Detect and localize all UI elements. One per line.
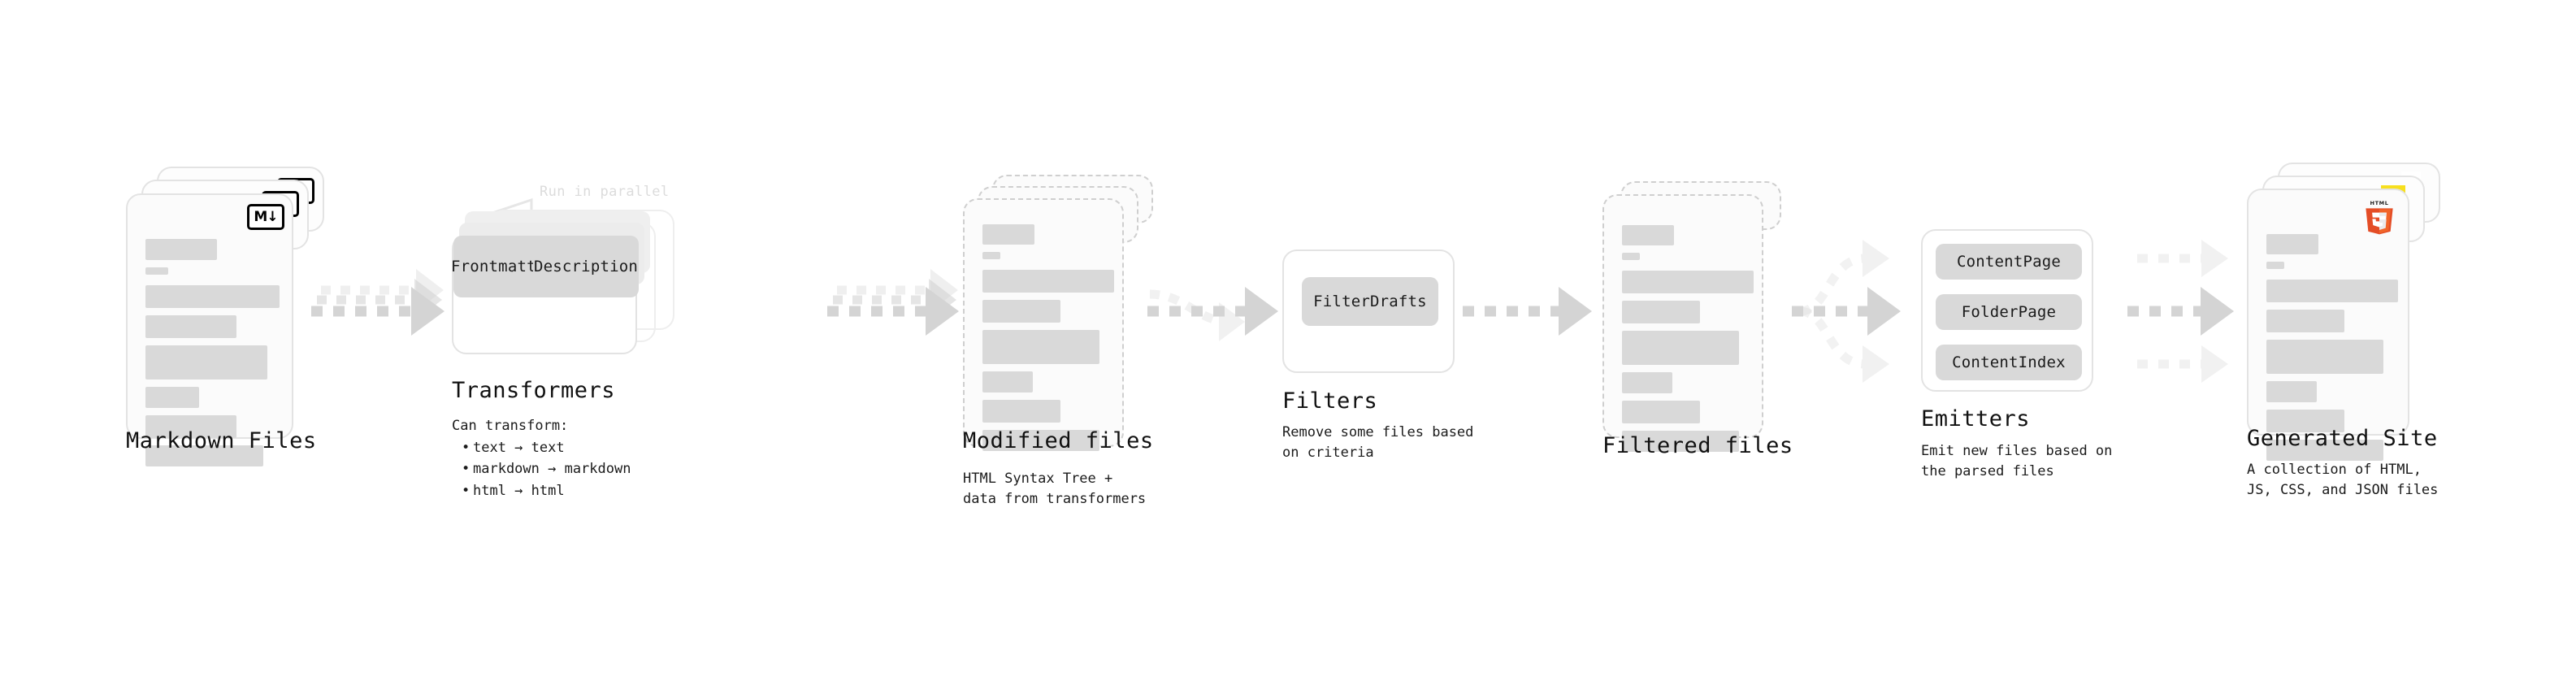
connector-emitters-to-site — [2127, 240, 2234, 383]
skeleton-bar — [145, 267, 168, 275]
site-card-front: HTML — [2247, 189, 2409, 461]
skeleton-bar — [2266, 381, 2317, 402]
skeleton-bar — [1622, 253, 1640, 260]
skeleton-bar — [982, 300, 1060, 323]
stage-title-emitters: Emitters — [1921, 406, 2031, 432]
skeleton-bar — [1622, 301, 1700, 323]
skeleton-content — [145, 239, 280, 474]
stage-emitters: ContentPage FolderPage ContentIndex — [1921, 229, 2093, 392]
skeleton-bar — [2266, 310, 2344, 332]
bullet-item: html → html — [462, 480, 631, 502]
skeleton-bar — [982, 270, 1114, 293]
stage-subtitle-modified-files: HTML Syntax Tree + data from transformer… — [963, 471, 1147, 507]
markdown-icon-label: M — [254, 208, 267, 225]
svg-text:HTML: HTML — [2370, 200, 2389, 206]
skeleton-content — [982, 224, 1114, 458]
skeleton-bar — [2266, 280, 2398, 302]
skeleton-bar — [982, 330, 1099, 364]
skeleton-bar — [1622, 225, 1674, 245]
skeleton-bar — [982, 371, 1033, 393]
markdown-card-front: M↓ — [126, 193, 293, 466]
skeleton-bar — [145, 285, 280, 308]
stage-subtitle-emitters: Emit new files based on the parsed files — [1921, 443, 2113, 479]
stage-filters: FilterDrafts — [1282, 249, 1455, 373]
modified-card-front — [963, 198, 1124, 451]
skeleton-bar — [145, 345, 267, 380]
stage-title-transformers: Transformers — [452, 378, 616, 403]
stage-title-modified-files: Modified files — [963, 428, 1154, 453]
skeleton-bar — [145, 415, 236, 438]
chip-filterdrafts[interactable]: FilterDrafts — [1302, 277, 1438, 326]
stage-subtitle-generated-site: A collection of HTML, JS, CSS, and JSON … — [2247, 462, 2439, 498]
bullet-item: text → text — [462, 437, 631, 459]
skeleton-bar — [1622, 401, 1700, 423]
stage-subtitle-transformers: Can transform: — [452, 418, 569, 434]
connector-md-to-transformers — [311, 269, 445, 336]
skeleton-bar — [982, 224, 1034, 245]
skeleton-bar — [982, 430, 1099, 451]
chip-contentindex[interactable]: ContentIndex — [1936, 345, 2082, 380]
skeleton-bar — [145, 445, 263, 466]
skeleton-content — [1622, 225, 1754, 459]
skeleton-bar — [2266, 262, 2284, 269]
skeleton-bar — [1622, 271, 1754, 293]
skeleton-bar — [2266, 234, 2318, 254]
filtered-card-front — [1602, 194, 1763, 452]
chip-contentpage[interactable]: ContentPage — [1936, 244, 2082, 280]
markdown-icon-arrow: ↓ — [267, 208, 278, 225]
skeleton-bar — [145, 315, 236, 338]
html5-icon: HTML — [2366, 200, 2393, 235]
connector-filtered-to-emitters — [1792, 240, 1901, 383]
skeleton-content — [2266, 234, 2398, 468]
skeleton-bar — [1622, 331, 1739, 365]
stage-title-filtered-files: Filtered files — [1602, 433, 1793, 458]
stage-subtitle-filters: Remove some files based on criteria — [1282, 424, 1474, 461]
transformer-bullets: text → text markdown → markdown html → h… — [462, 437, 631, 501]
skeleton-bar — [145, 387, 199, 408]
bullet-item: markdown → markdown — [462, 458, 631, 480]
skeleton-bar — [1622, 431, 1739, 452]
markdown-icon: M↓ — [247, 204, 284, 230]
skeleton-bar — [982, 400, 1060, 423]
skeleton-bar — [2266, 340, 2383, 374]
chip-description[interactable]: Description — [533, 236, 639, 297]
skeleton-bar — [982, 252, 1000, 259]
skeleton-bar — [145, 239, 217, 260]
skeleton-bar — [2266, 440, 2383, 461]
run-in-parallel-label: Run in parallel — [540, 184, 670, 200]
connector-modified-to-filters — [1147, 287, 1278, 341]
transformer-card-front: Frontmatter Description — [451, 211, 650, 354]
stage-title-markdown-files: Markdown Files — [126, 428, 317, 453]
chip-folderpage[interactable]: FolderPage — [1936, 294, 2082, 330]
connector-transformers-to-modified — [827, 269, 959, 336]
stage-title-filters: Filters — [1282, 388, 1378, 414]
skeleton-bar — [2266, 410, 2344, 432]
connector-filters-to-filtered — [1463, 287, 1592, 336]
skeleton-bar — [1622, 372, 1672, 393]
stage-title-generated-site: Generated Site — [2247, 426, 2438, 451]
